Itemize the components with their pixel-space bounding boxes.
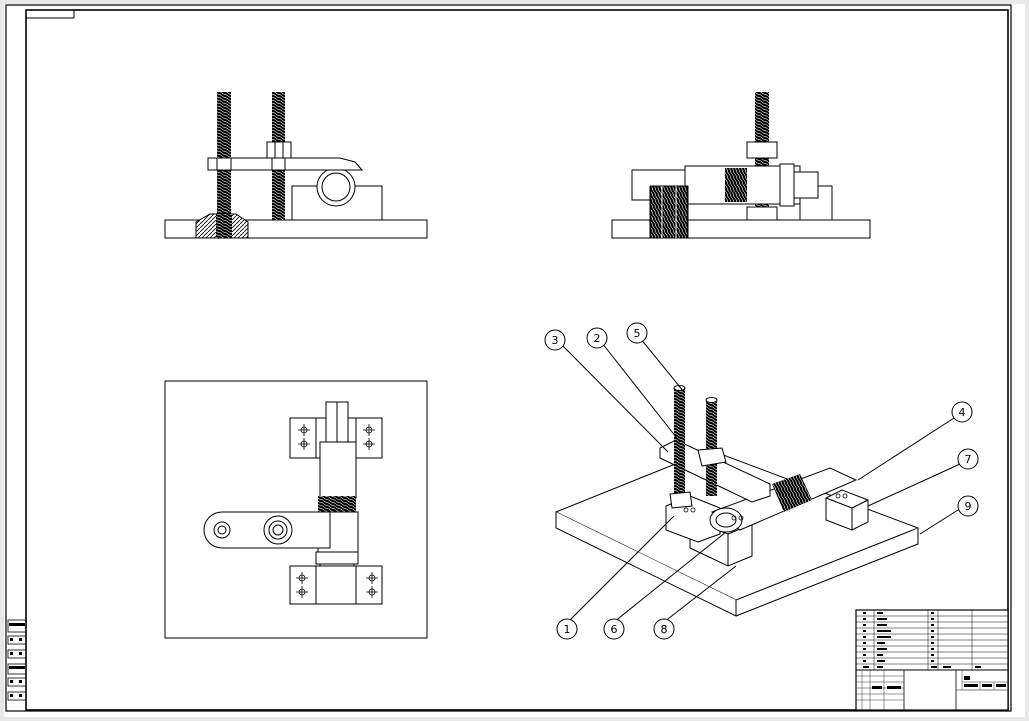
balloon-4: 4 — [951, 401, 973, 423]
svg-text:3: 3 — [552, 334, 559, 347]
svg-text:9: 9 — [965, 500, 972, 513]
outer-border — [5, 4, 1012, 712]
corner-tab — [25, 9, 75, 19]
balloon-2: 2 — [586, 327, 608, 349]
svg-text:6: 6 — [611, 623, 618, 636]
isometric-view — [554, 385, 920, 617]
balloon-9: 9 — [957, 495, 979, 517]
balloon-5: 5 — [626, 322, 648, 344]
svg-text:8: 8 — [661, 623, 668, 636]
balloon-1: 1 — [556, 618, 578, 640]
balloon-7: 7 — [957, 448, 979, 470]
side-view — [611, 92, 871, 239]
balloon-3: 3 — [544, 329, 566, 351]
svg-text:1: 1 — [564, 623, 571, 636]
binding-strip — [7, 619, 27, 701]
svg-text:4: 4 — [959, 406, 966, 419]
svg-text:2: 2 — [594, 332, 601, 345]
balloon-6: 6 — [603, 618, 625, 640]
title-block — [855, 609, 1009, 711]
leader-lines — [561, 337, 961, 623]
title-block-text-marks — [863, 612, 1006, 689]
top-view — [164, 380, 428, 639]
inner-border — [25, 9, 1009, 711]
svg-text:7: 7 — [965, 453, 972, 466]
balloon-group: 3 2 5 4 7 9 1 6 8 — [544, 322, 979, 640]
front-view — [164, 92, 428, 239]
svg-text:5: 5 — [634, 327, 641, 340]
balloon-8: 8 — [653, 618, 675, 640]
